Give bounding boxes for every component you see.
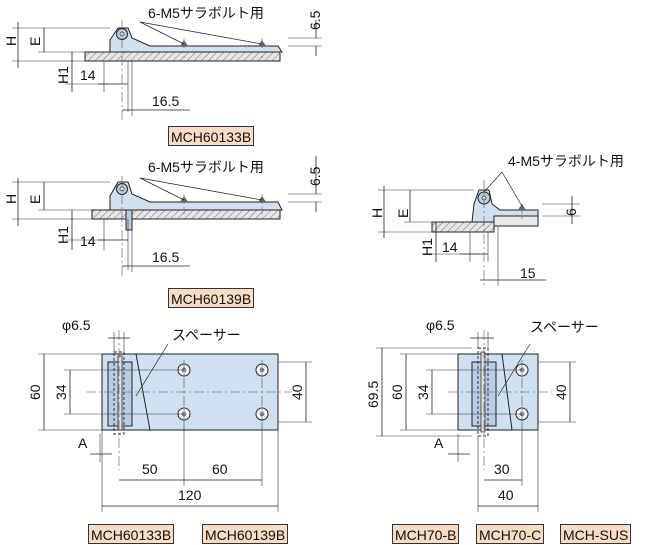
- front-view-mch601: [38, 330, 312, 512]
- base-plate: [91, 209, 281, 220]
- model-label-mch60133b: MCH60133B: [168, 126, 255, 146]
- side-view-mch60139b: [12, 156, 322, 276]
- front-view-mch70: [376, 330, 576, 512]
- dimension-text: 6-M5サラボルト用 6.5 H E H1 14 16.5 6-M5サラボルト用…: [3, 5, 624, 503]
- dim-6: 6: [563, 208, 579, 216]
- bolt-callout: 4-M5サラボルト用: [508, 153, 624, 169]
- base-plate: [84, 51, 281, 62]
- bolt-callout: 6-M5サラボルト用: [148, 159, 264, 175]
- dim-h1: H1: [419, 238, 435, 256]
- dim-16-5: 16.5: [152, 93, 179, 109]
- dim-e: E: [27, 37, 43, 46]
- model-label-mch60133b: MCH60133B: [88, 524, 175, 544]
- dim-34: 34: [53, 384, 69, 400]
- dim-120: 120: [178, 487, 202, 503]
- dim-a: A: [78, 435, 88, 451]
- model-label-mch60139b: MCH60139B: [202, 524, 289, 544]
- dim-14: 14: [442, 239, 458, 255]
- dim-40: 40: [498, 487, 514, 503]
- dim-60: 60: [389, 384, 405, 400]
- dim-40: 40: [289, 384, 305, 400]
- spacer-callout: スペーサー: [172, 327, 241, 343]
- dim-h1: H1: [55, 226, 71, 244]
- model-label-mchsus: MCH-SUS: [560, 524, 632, 544]
- dim-30: 30: [494, 461, 510, 477]
- dim-40: 40: [553, 384, 569, 400]
- dim-h1: H1: [55, 66, 71, 84]
- dim-14: 14: [80, 233, 96, 249]
- dim-h: H: [369, 208, 385, 218]
- dim-6-5: 6.5: [307, 166, 323, 186]
- spacer-callout: スペーサー: [530, 319, 599, 335]
- dim-16-5: 16.5: [152, 249, 179, 265]
- side-view-mch70: [378, 171, 580, 286]
- dim-50: 50: [142, 461, 158, 477]
- dim-phi: φ6.5: [62, 317, 91, 333]
- dim-6-5: 6.5: [307, 10, 323, 30]
- dim-a: A: [434, 435, 444, 451]
- model-label-mch70b: MCH70-B: [392, 524, 460, 544]
- dim-e: E: [27, 195, 43, 204]
- dim-14: 14: [80, 67, 96, 83]
- dim-15: 15: [520, 265, 536, 281]
- dim-h: H: [3, 36, 19, 46]
- dim-h: H: [3, 194, 19, 204]
- side-view-mch60133b: [12, 20, 322, 120]
- dim-69-5: 69.5: [365, 381, 381, 408]
- dim-e: E: [395, 209, 411, 218]
- hinge-leaf: [109, 27, 283, 53]
- dim-60: 60: [27, 384, 43, 400]
- dim-phi: φ6.5: [426, 317, 455, 333]
- model-label-mch60139b: MCH60139B: [168, 288, 255, 308]
- hinge-leaf: [109, 181, 283, 211]
- dim-34: 34: [415, 384, 431, 400]
- model-label-mch70c: MCH70-C: [476, 524, 545, 544]
- dim-60: 60: [212, 461, 228, 477]
- base-plate: [431, 221, 495, 233]
- bolt-callout: 6-M5サラボルト用: [148, 5, 264, 21]
